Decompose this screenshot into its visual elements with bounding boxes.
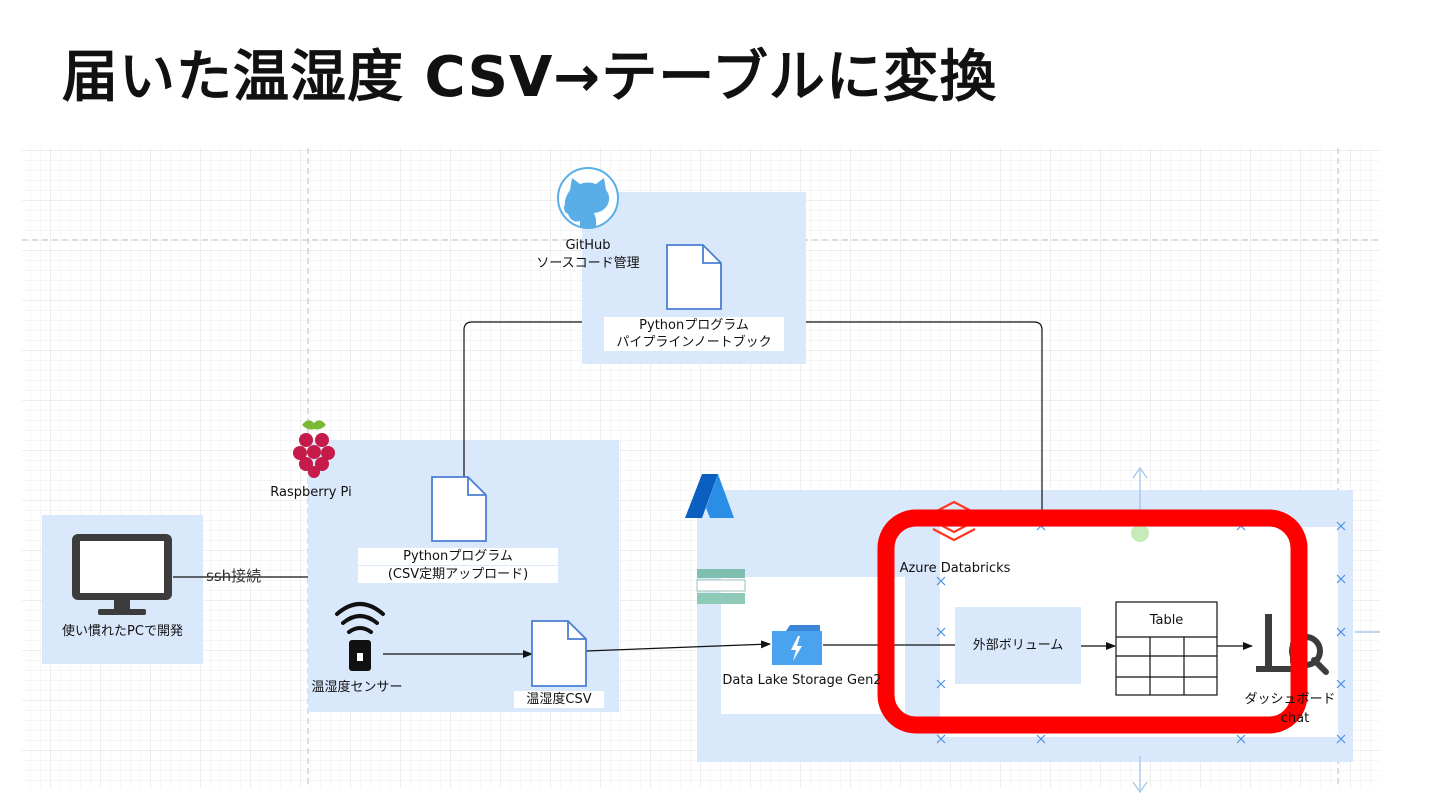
dashboard-label-line2: chat xyxy=(1280,711,1310,726)
raspberry-label: Raspberry Pi xyxy=(270,485,352,500)
raspberry-icon xyxy=(293,420,335,478)
databricks-label: Azure Databricks xyxy=(899,561,1011,576)
github-label-line2: ソースコード管理 xyxy=(536,256,640,271)
github-databricks-connector xyxy=(806,321,1043,527)
csv-file-icon xyxy=(531,620,587,687)
selection-handles xyxy=(1132,466,1380,794)
dashboard-label-line1: ダッシュボード xyxy=(1244,692,1336,707)
pc-label: 使い慣れたPCで開発 xyxy=(62,624,183,639)
sensor-label: 温湿度センサー xyxy=(311,680,403,695)
csv-label: 温湿度CSV xyxy=(514,691,604,708)
github-icon xyxy=(557,167,619,229)
volume-label: 外部ボリューム xyxy=(972,638,1064,653)
raspi-program-line1: Pythonプログラム xyxy=(358,548,558,565)
volume-box xyxy=(955,607,1081,684)
table-label: Table xyxy=(1149,613,1184,628)
azure-logo-icon xyxy=(685,474,734,518)
rotate-handle xyxy=(1131,524,1149,542)
table-icon xyxy=(1115,601,1218,696)
github-raspi-connector xyxy=(463,321,582,478)
gh-program-line1: Pythonプログラム xyxy=(604,317,784,334)
connection-points xyxy=(936,521,1346,744)
gh-program-line2: パイプラインノートブック xyxy=(604,334,784,351)
ssh-label: ssh接続 xyxy=(206,567,262,585)
monitor-icon xyxy=(72,534,172,615)
storage-account-icon xyxy=(696,569,746,604)
raspi-program-line2: (CSV定期アップロード) xyxy=(358,566,558,583)
slide-title: 届いた温湿度 CSV→テーブルに変換 xyxy=(62,45,997,110)
csv-datalake-arrow xyxy=(585,640,771,652)
github-label-line1: GitHub xyxy=(565,238,611,253)
sensor-icon xyxy=(335,602,385,671)
datalake-icon xyxy=(772,625,822,665)
datalake-label: Data Lake Storage Gen2 xyxy=(722,673,882,688)
highlight-frame xyxy=(877,509,1308,734)
github-file-icon xyxy=(666,244,722,310)
raspi-file-icon xyxy=(431,476,487,542)
